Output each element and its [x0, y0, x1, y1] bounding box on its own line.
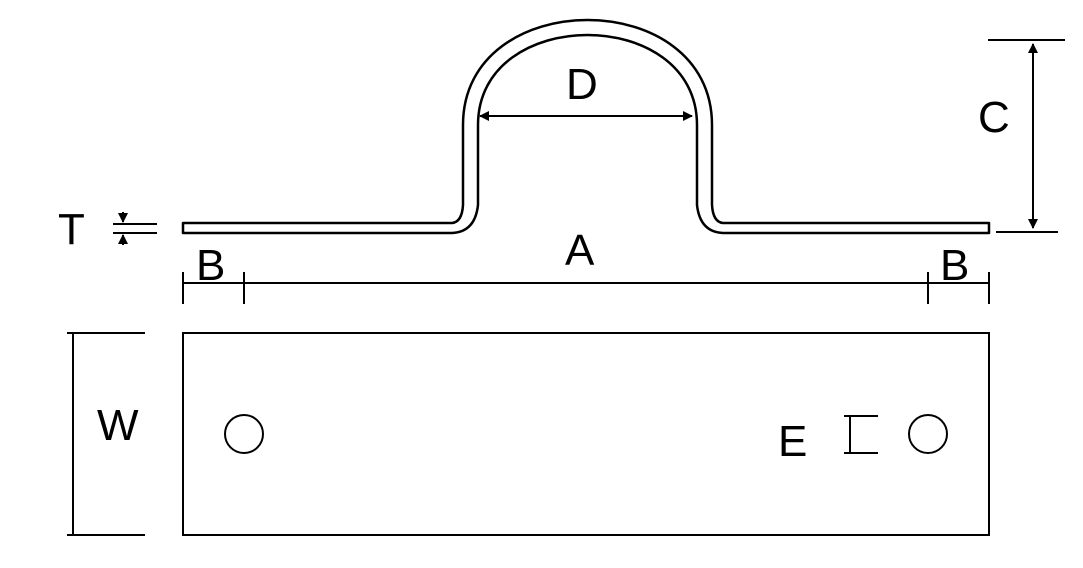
label-t: T	[58, 205, 85, 254]
label-e: E	[778, 417, 807, 466]
dimension-a-b: B A B	[182, 226, 990, 304]
clamp-profile	[181, 18, 991, 235]
mounting-hole-left	[224, 414, 264, 454]
label-a: A	[565, 226, 595, 275]
label-c: C	[978, 93, 1010, 142]
side-profile	[181, 18, 991, 235]
dimension-w: W	[67, 332, 145, 536]
dimension-e: E	[778, 415, 878, 466]
label-b-left: B	[196, 241, 225, 290]
dimension-t: T	[58, 205, 157, 254]
mounting-hole-right	[908, 414, 948, 454]
label-b-right: B	[940, 241, 969, 290]
label-w: W	[97, 401, 139, 450]
label-d: D	[566, 60, 598, 109]
dimension-d: D	[479, 60, 693, 121]
dimension-c: C	[978, 39, 1065, 233]
plan-view	[182, 332, 990, 536]
plan-view-outline	[182, 332, 990, 536]
